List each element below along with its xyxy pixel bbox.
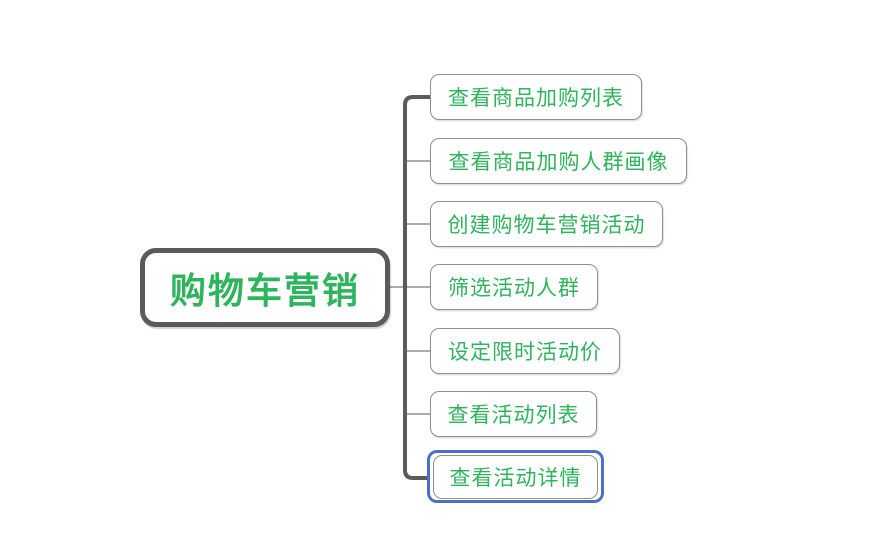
topic-view-campaign-details[interactable]: 查看活动详情 [433, 454, 598, 499]
root-topic[interactable]: 购物车营销 [140, 248, 390, 327]
spine-connector [403, 95, 430, 480]
topic-view-cart-add-list[interactable]: 查看商品加购列表 [430, 74, 642, 120]
topic-set-limited-time-price[interactable]: 设定限时活动价 [430, 328, 620, 374]
topic-view-campaign-list[interactable]: 查看活动列表 [430, 391, 597, 437]
selection-ring: 查看活动详情 [427, 450, 604, 503]
topic-create-cart-marketing-campaign[interactable]: 创建购物车营销活动 [430, 201, 663, 247]
topic-filter-campaign-audience[interactable]: 筛选活动人群 [430, 264, 598, 310]
topic-view-cart-add-audience-profile[interactable]: 查看商品加购人群画像 [430, 138, 687, 184]
